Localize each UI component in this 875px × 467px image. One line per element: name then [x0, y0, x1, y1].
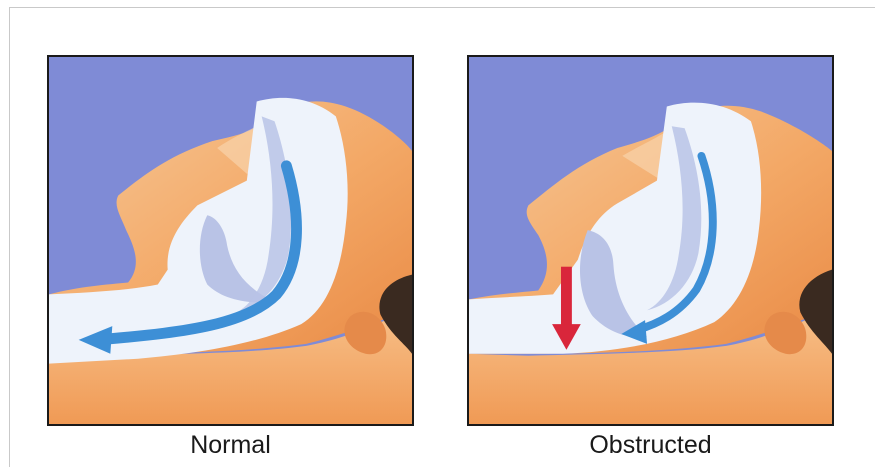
caption-normal: Normal — [47, 431, 414, 460]
caption-obstructed: Obstructed — [467, 431, 834, 460]
normal-airway-illustration — [47, 55, 414, 426]
obstructed-airway-illustration — [467, 55, 834, 426]
obstruction-arrow — [561, 267, 572, 326]
